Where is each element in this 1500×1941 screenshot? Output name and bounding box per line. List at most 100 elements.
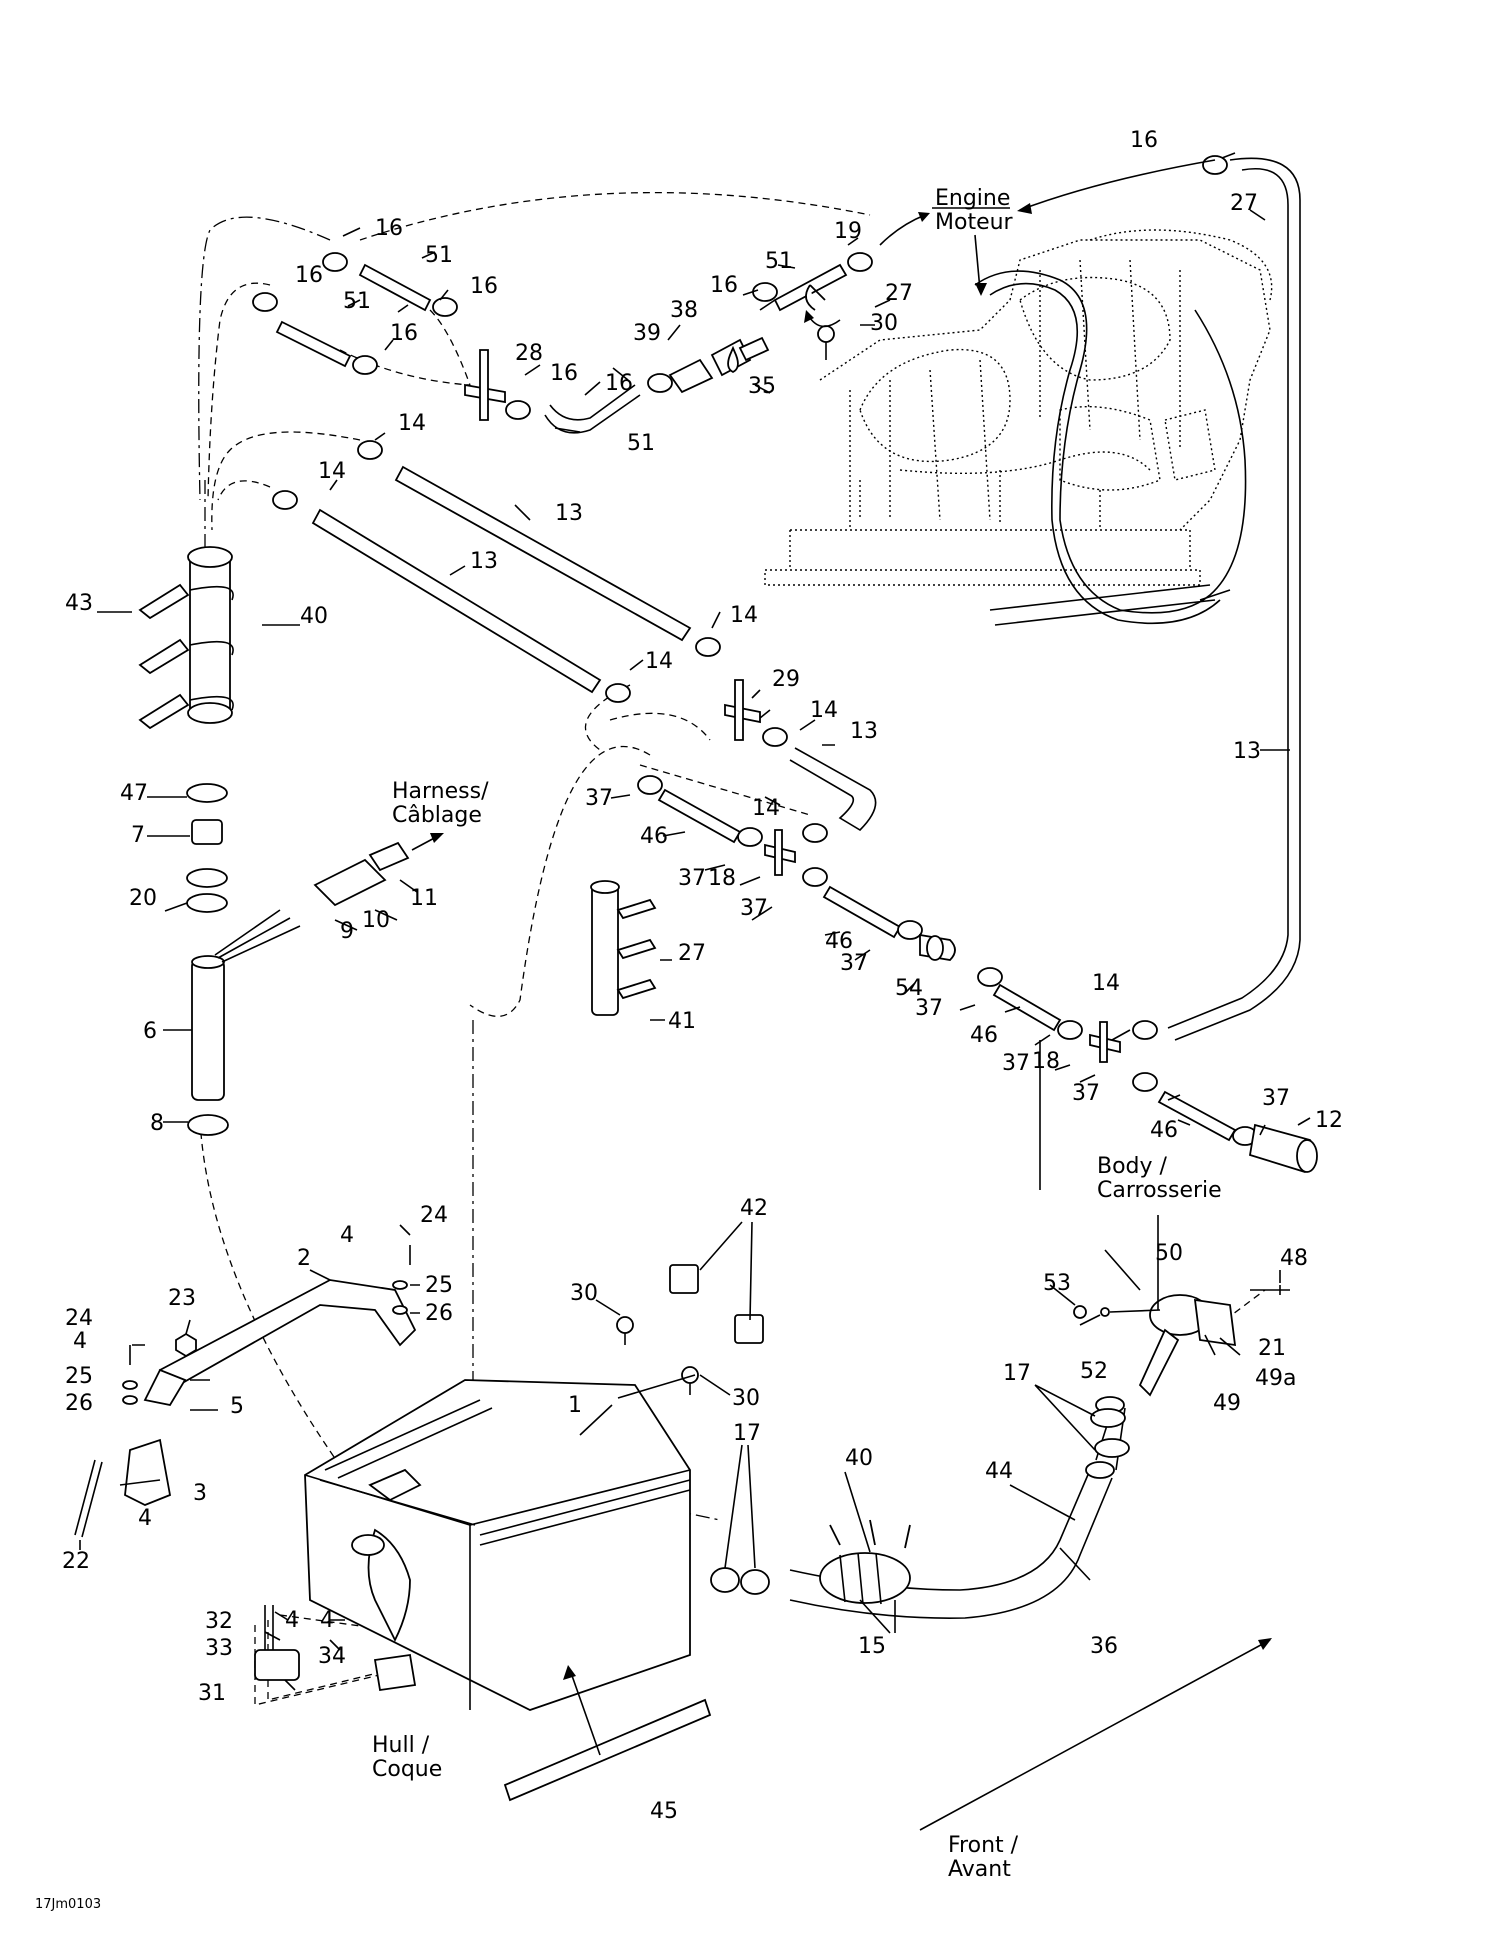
label-36: 36 xyxy=(1090,1634,1118,1659)
label-50: 50 xyxy=(1155,1241,1183,1266)
label-34: 34 xyxy=(318,1644,346,1669)
label-14: 14 xyxy=(398,411,426,436)
label-32: 32 xyxy=(205,1609,233,1634)
spare-support-41 xyxy=(590,880,657,1016)
label-3: 3 xyxy=(193,1481,207,1506)
label-37: 37 xyxy=(915,996,943,1021)
label-16: 16 xyxy=(605,371,633,396)
body-label-en: Body / xyxy=(1097,1154,1168,1179)
label-11: 11 xyxy=(410,886,438,911)
label-40: 40 xyxy=(300,604,328,629)
label-51: 51 xyxy=(425,243,453,268)
figure-reference: 17Jm0103 xyxy=(35,1897,101,1912)
label-1: 1 xyxy=(568,1393,582,1418)
engine-label-en: Engine xyxy=(935,186,1010,211)
label-16: 16 xyxy=(375,216,403,241)
label-14: 14 xyxy=(730,603,758,628)
label-46: 46 xyxy=(825,929,853,954)
label-13: 13 xyxy=(850,719,878,744)
front-label-fr: Avant xyxy=(948,1857,1011,1882)
label-51: 51 xyxy=(343,289,371,314)
label-14: 14 xyxy=(318,459,346,484)
tank-brackets xyxy=(74,1245,712,1802)
retainers-42 xyxy=(616,1264,764,1395)
label-14: 14 xyxy=(645,649,673,674)
label-7: 7 xyxy=(131,823,145,848)
label-21: 21 xyxy=(1258,1336,1286,1361)
label-23: 23 xyxy=(168,1286,196,1311)
label-53: 53 xyxy=(1043,1271,1071,1296)
front-label-en: Front / xyxy=(948,1833,1019,1858)
callout-captions: Engine Moteur Harness/ Câblage Body / Ca… xyxy=(372,186,1222,1882)
label-4: 4 xyxy=(285,1608,299,1633)
label-22: 22 xyxy=(62,1549,90,1574)
label-14: 14 xyxy=(810,698,838,723)
label-13: 13 xyxy=(1233,739,1261,764)
label-4: 4 xyxy=(340,1223,354,1248)
label-45: 45 xyxy=(650,1799,678,1824)
label-17: 17 xyxy=(1003,1361,1031,1386)
label-24: 24 xyxy=(65,1306,93,1331)
label-25: 25 xyxy=(65,1364,93,1389)
label-37: 37 xyxy=(585,786,613,811)
label-39: 39 xyxy=(633,321,661,346)
harness-label-fr: Câblage xyxy=(392,803,482,828)
label-37: 37 xyxy=(740,896,768,921)
vent-fitting-50 xyxy=(1073,1285,1290,1397)
hull-label-fr: Coque xyxy=(372,1757,442,1782)
label-46: 46 xyxy=(640,824,668,849)
label-46: 46 xyxy=(1150,1118,1178,1143)
label-30: 30 xyxy=(732,1386,760,1411)
label-51: 51 xyxy=(765,249,793,274)
part-number-labels: 1 2 3 4 4 4 4 4 5 6 7 8 9 10 11 12 13 13… xyxy=(62,128,1343,1824)
label-54: 54 xyxy=(895,976,923,1001)
arrows xyxy=(411,159,1272,1831)
label-37: 37 xyxy=(840,951,868,976)
label-16: 16 xyxy=(1130,128,1158,153)
label-13: 13 xyxy=(555,501,583,526)
label-47: 47 xyxy=(120,781,148,806)
label-28: 28 xyxy=(515,341,543,366)
label-48: 48 xyxy=(1280,1246,1308,1271)
label-25: 25 xyxy=(425,1273,453,1298)
label-27: 27 xyxy=(1230,191,1258,216)
filler-bellows xyxy=(819,1519,911,1605)
label-49a: 49a xyxy=(1255,1366,1296,1391)
label-49: 49 xyxy=(1213,1391,1241,1416)
label-38: 38 xyxy=(670,298,698,323)
label-18: 18 xyxy=(708,866,736,891)
label-37: 37 xyxy=(1072,1081,1100,1106)
label-51: 51 xyxy=(627,431,655,456)
label-42: 42 xyxy=(740,1196,768,1221)
hull-label-en: Hull / xyxy=(372,1733,430,1758)
label-5: 5 xyxy=(230,1394,244,1419)
label-14: 14 xyxy=(752,796,780,821)
label-4: 4 xyxy=(138,1506,152,1531)
label-16: 16 xyxy=(710,273,738,298)
label-16: 16 xyxy=(295,263,323,288)
fuel-pump-assembly xyxy=(138,546,410,1136)
label-41: 41 xyxy=(668,1009,696,1034)
label-8: 8 xyxy=(150,1111,164,1136)
label-37: 37 xyxy=(678,866,706,891)
label-2: 2 xyxy=(297,1246,311,1271)
label-4: 4 xyxy=(320,1608,334,1633)
fuel-tank xyxy=(304,1379,691,1711)
label-17: 17 xyxy=(733,1421,761,1446)
label-52: 52 xyxy=(1080,1359,1108,1384)
label-15: 15 xyxy=(858,1634,886,1659)
label-18: 18 xyxy=(1032,1049,1060,1074)
label-16: 16 xyxy=(390,321,418,346)
label-26: 26 xyxy=(65,1391,93,1416)
label-26: 26 xyxy=(425,1301,453,1326)
label-35: 35 xyxy=(748,374,776,399)
label-6: 6 xyxy=(143,1019,157,1044)
label-10: 10 xyxy=(362,908,390,933)
label-16: 16 xyxy=(470,274,498,299)
body-label-fr: Carrosserie xyxy=(1097,1178,1222,1203)
label-30: 30 xyxy=(570,1281,598,1306)
engine-label-fr: Moteur xyxy=(935,210,1014,235)
label-4: 4 xyxy=(73,1329,87,1354)
routing-lines xyxy=(198,191,1266,1706)
hoses xyxy=(275,157,1301,1619)
